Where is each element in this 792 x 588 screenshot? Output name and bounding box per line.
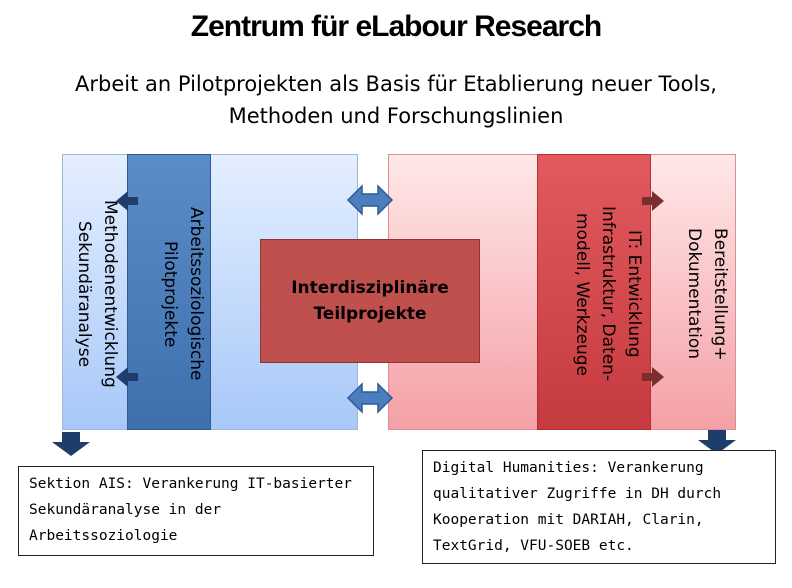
arrow-down-left-icon (52, 432, 90, 456)
double-arrow-bottom-icon (346, 382, 394, 414)
arbeitssoziologie-label: Arbeitssoziologische Pilotprojekte (160, 207, 206, 381)
arbeitssoziologie-block (127, 154, 211, 430)
bereitstellung-label: Bereitstellung+ Dokumentation (684, 227, 730, 361)
arrow-right-bottom-icon (642, 367, 664, 387)
arrow-left-bottom-icon (116, 367, 138, 387)
diagram-title: Zentrum für eLabour Research (190, 10, 602, 43)
methoden-label: Methodenentwicklung Sekundäranalyse (74, 200, 120, 388)
interdisziplinaer-box: Interdisziplinäre Teilprojekte (260, 239, 480, 363)
digital-humanities-note: Digital Humanities: Verankerung qualitat… (422, 450, 776, 564)
arrow-left-top-icon (116, 191, 138, 211)
diagram-subtitle: Arbeit an Pilotprojekten als Basis für E… (75, 72, 717, 128)
sektion-ais-note: Sektion AIS: Verankerung IT-basierter Se… (18, 466, 374, 556)
arrow-down-right-icon (698, 430, 736, 454)
it-entwicklung-block (537, 154, 651, 430)
arrow-right-top-icon (642, 191, 664, 211)
double-arrow-top-icon (346, 184, 394, 216)
interdisziplinaer-label: Interdisziplinäre Teilprojekte (291, 278, 449, 324)
it-entwicklung-label: IT: Entwicklung Infrastruktur, Daten- mo… (572, 206, 644, 382)
